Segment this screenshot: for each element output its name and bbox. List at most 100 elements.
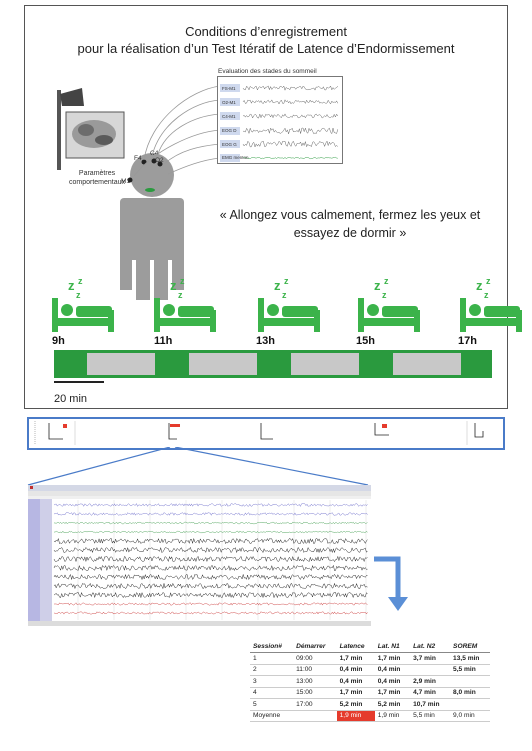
psg-trace [53,530,368,534]
svg-text:z: z [282,290,287,300]
average-label-cell: Moyenne [250,709,294,722]
column-header: SOREM [450,640,490,653]
electrode-f4-label: F4 [134,155,142,162]
arrow-down-right-icon [374,556,408,611]
column-header: Démarrer [293,640,337,653]
psg-trace [53,512,368,516]
session-cell: 3 [250,675,294,688]
psg-trace [53,582,368,590]
psg-trace [53,611,368,615]
camera-caption-line-2: comportementaux [68,179,126,186]
camera-icon [57,88,125,170]
eeg-sleep-stage-panel [217,76,343,164]
psg-trace [54,602,368,606]
n1-latency-cell: 5,2 min [374,698,411,711]
hour-label: 9h [52,335,65,347]
average-row: Moyenne 1,9 min 1,9 min 5,5 min 9,0 min [250,709,490,722]
psg-trace [53,555,368,563]
eeg-trace [242,85,338,91]
electrode-o2-label: O2 [155,157,164,164]
table-row: 3 13:00 0,4 min 0,4 min 2,9 min [250,675,490,688]
wake-interval-block [291,353,359,375]
start-cell: 09:00 [293,652,337,665]
eeg-trace [242,127,339,135]
start-cell: 11:00 [293,664,337,676]
session-cell: 2 [250,664,294,676]
table-header-row: Session# Démarrer Latence Lat. N1 Lat. N… [250,640,490,653]
n2-latency-cell: 2,9 min [410,675,451,688]
session-cell: 5 [250,698,294,711]
table-row: 2 11:00 0,4 min 0,4 min 5,5 min [250,664,490,676]
psg-recording-screenshot [28,485,371,626]
eeg-trace [242,156,338,160]
psg-trace [53,537,368,545]
sorem-cell [450,675,490,688]
svg-text:z: z [178,290,183,300]
wake-interval-block [87,353,155,375]
session-cell: 1 [250,652,294,665]
hour-label: 13h [256,335,275,347]
table-row: 1 09:00 1,7 min 1,7 min 3,7 min 13,5 min [250,652,490,665]
channel-label-box [220,112,240,120]
channel-label-box [220,127,240,135]
channel-label-box [220,154,240,162]
electrode-m1-label: M1 [121,178,131,185]
mslt-results-table: Session# Démarrer Latence Lat. N1 Lat. N… [250,640,490,722]
psg-trace [53,564,368,572]
svg-text:z: z [78,276,83,286]
n2-latency-cell: 10,7 min [410,698,451,711]
svg-text:z: z [274,278,281,293]
start-cell: 17:00 [293,698,337,711]
channel-label: FS-M1 [222,86,236,91]
hour-label: 17h [458,335,477,347]
title-line-2: pour la réalisation d’un Test Itératif d… [77,41,455,56]
electrode-c4-label: C4 [150,150,159,157]
start-cell: 15:00 [293,687,337,699]
session-cell: 4 [250,687,294,699]
channel-label: EOG D [222,128,237,133]
camera-caption-line-1: Paramètres [78,170,116,177]
channel-label-box [220,98,240,106]
svg-text:z: z [374,278,381,293]
latency-cell: 5,2 min [336,698,375,711]
channel-label: O2-M1 [222,100,236,105]
column-header: Latence [336,640,375,653]
channel-label: C4-M1 [222,114,236,119]
sorem-cell: 13,5 min [450,652,490,665]
latency-cell: 1,7 min [336,687,375,699]
latency-cell: 0,4 min [336,675,375,688]
eeg-panel-heading: Evaluation des stades du sommeil [218,68,317,75]
column-header: Lat. N1 [374,640,411,653]
psg-trace [53,573,368,581]
psg-trace [53,591,368,599]
mean-sorem-cell: 9,0 min [450,709,490,722]
psg-trace [53,521,368,525]
start-cell [293,709,337,722]
hour-label: 15h [356,335,375,347]
scale-bar [54,381,104,383]
svg-text:z: z [384,276,389,286]
svg-text:z: z [382,290,387,300]
n1-latency-cell: 0,4 min [374,675,411,688]
table-row: 5 17:00 5,2 min 5,2 min 10,7 min [250,698,490,711]
mean-n2-latency-cell: 5,5 min [410,709,451,722]
svg-text:z: z [476,278,483,293]
sorem-cell: 8,0 min [450,687,490,699]
column-header: Session# [250,640,294,653]
scale-label: 20 min [54,393,88,405]
eeg-trace [242,140,338,148]
latency-cell: 1,7 min [336,652,375,665]
table-row: 4 15:00 1,7 min 1,7 min 4,7 min 8,0 min [250,687,490,699]
electrode-wires [133,85,221,177]
svg-text:z: z [68,278,75,293]
n1-latency-cell: 1,7 min [374,652,411,665]
n2-latency-cell [410,664,451,676]
mean-latency-cell: 1,9 min [336,709,375,722]
n1-latency-cell: 1,7 min [374,687,411,699]
start-cell: 13:00 [293,675,337,688]
svg-text:z: z [180,276,185,286]
hour-label: 11h [154,335,173,347]
